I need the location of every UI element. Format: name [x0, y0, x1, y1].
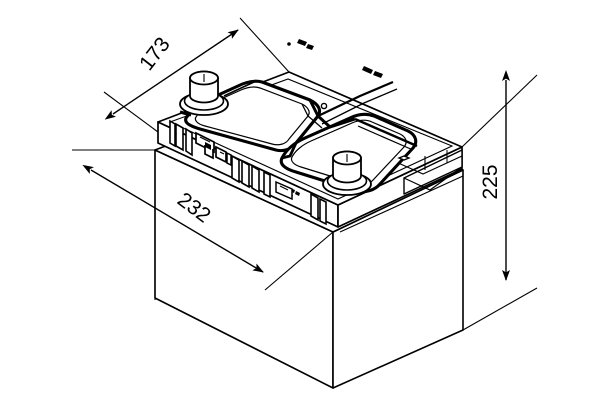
battery-terminal-post-front — [322, 150, 372, 196]
dimension-225: 225 — [461, 70, 538, 331]
dimension-label-225: 225 — [479, 164, 502, 199]
